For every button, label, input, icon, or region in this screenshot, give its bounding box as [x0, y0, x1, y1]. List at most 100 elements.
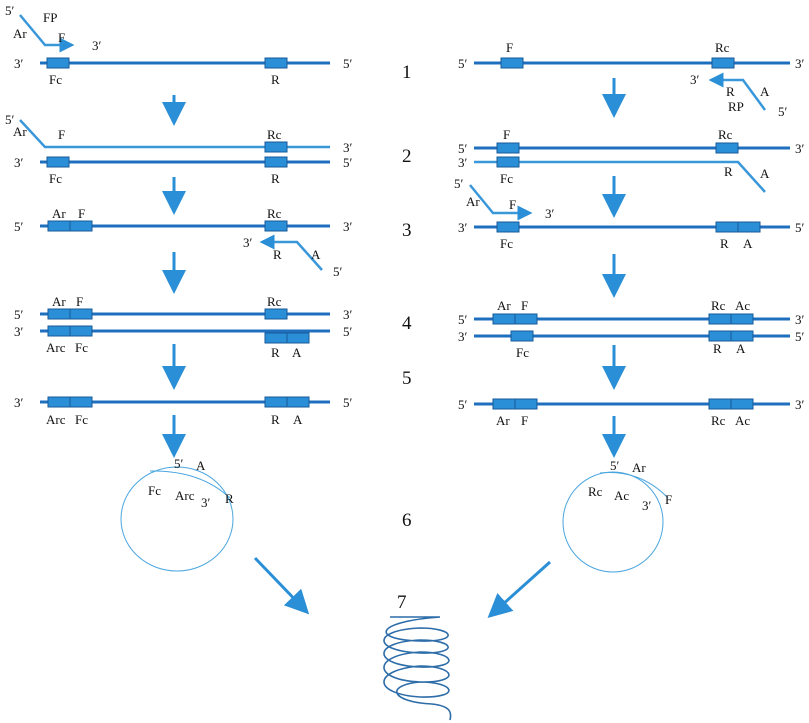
right-step-2: F Rc 5′ 3′ 3′ Fc R A — [458, 127, 805, 193]
five-prime-label: 5′ — [795, 329, 805, 344]
left-step-4: Ar F Rc 5′ 3′ 3′ 5′ Arc Fc R A — [14, 294, 353, 360]
fc-label: Fc — [516, 345, 529, 360]
r-label: R — [713, 341, 722, 356]
rc-region — [711, 57, 735, 69]
r-label: R — [724, 164, 733, 179]
a-label: A — [196, 458, 206, 473]
left-step-3: 5′ Ar F Rc 3′ 3′ R A 5′ — [14, 206, 353, 279]
fc-label: Fc — [75, 340, 88, 355]
five-prime-label: 5′ — [458, 141, 468, 156]
step-7-number: 7 — [397, 592, 407, 613]
three-prime-label: 3′ — [545, 206, 555, 221]
five-prime-label: 5′ — [14, 307, 24, 322]
diagonal-arrow-left — [487, 560, 552, 619]
extended-strand — [474, 160, 766, 193]
arc-region — [47, 396, 71, 408]
three-prime-label: 3′ — [795, 141, 805, 156]
fc-label: Fc — [500, 171, 513, 186]
ar-label: Ar — [496, 413, 510, 428]
arc-label: Arc — [46, 412, 66, 427]
ar-label: Ar — [52, 206, 66, 221]
a-region — [737, 221, 761, 233]
left-step-5: 3′ 5′ Arc Fc R A — [14, 395, 353, 427]
r-region — [264, 332, 288, 344]
rc-label: Rc — [711, 413, 726, 428]
dumbbell-loop — [120, 466, 234, 572]
five-prime-label: 5′ — [343, 155, 353, 170]
rc-label: Rc — [711, 298, 726, 313]
three-prime-label: 3′ — [243, 235, 253, 250]
arc-label: Arc — [175, 488, 195, 503]
fc-label: Fc — [148, 483, 161, 498]
right-step-5: 5′ 3′ Ar F Rc Ac — [458, 397, 805, 428]
five-prime-label: 5′ — [458, 397, 468, 412]
ar-label: Ar — [13, 26, 27, 41]
fc-label: Fc — [500, 236, 513, 251]
right-step-3: 5′ Ar F 3′ 3′ 5′ Fc R A — [454, 176, 805, 251]
three-prime-label: 3′ — [458, 155, 468, 170]
five-prime-label: 5′ — [343, 395, 353, 410]
three-prime-label: 3′ — [343, 307, 353, 322]
five-prime-label: 5′ — [14, 219, 24, 234]
five-prime-label: 5′ — [5, 3, 15, 18]
f-label: F — [506, 40, 513, 55]
three-prime-label: 3′ — [14, 56, 24, 71]
three-prime-label: 3′ — [14, 324, 24, 339]
five-prime-label: 5′ — [343, 324, 353, 339]
three-prime-label: 3′ — [201, 495, 211, 510]
left-step-2: 5′ Ar F Rc 3′ 3′ 5′ Fc R — [5, 112, 353, 186]
backward-primer — [259, 234, 323, 271]
rc-label: Rc — [718, 127, 733, 142]
coil-strand — [383, 616, 452, 721]
five-prime-label: 5′ — [174, 456, 184, 471]
fc-region — [46, 57, 70, 69]
left-step-1: 5′ Ar FP F 3′ 3′ 5′ Fc R — [5, 3, 353, 87]
arc-label: Arc — [46, 340, 66, 355]
amplified-coil-product — [383, 616, 452, 721]
five-prime-label: 5′ — [795, 220, 805, 235]
ac-region — [730, 398, 754, 410]
a-region — [286, 396, 310, 408]
a-label: A — [760, 84, 770, 99]
r-region — [715, 221, 739, 233]
three-prime-label: 3′ — [795, 397, 805, 412]
f-region — [514, 398, 538, 410]
r-label: R — [271, 345, 280, 360]
ar-label: Ar — [632, 460, 646, 475]
f-label: F — [521, 298, 528, 313]
f-region — [69, 220, 93, 232]
ar-label: Ar — [13, 124, 27, 139]
three-prime-label: 3′ — [14, 155, 24, 170]
step-3-number: 3 — [402, 220, 412, 241]
ar-label: Ar — [466, 194, 480, 209]
a-region — [730, 330, 754, 342]
f-label: F — [509, 197, 516, 212]
r-label: R — [720, 236, 729, 251]
step-5-number: 5 — [402, 368, 412, 389]
rc-label: Rc — [267, 206, 282, 221]
f-label: F — [78, 206, 85, 221]
fc-region — [69, 396, 93, 408]
three-prime-label: 3′ — [690, 72, 700, 87]
five-prime-label: 5′ — [454, 176, 464, 191]
rc-region — [708, 398, 732, 410]
fc-region — [69, 325, 93, 337]
fp-label: FP — [43, 10, 57, 25]
ac-label: Ac — [614, 488, 629, 503]
five-prime-label: 5′ — [458, 56, 468, 71]
r-label: R — [271, 72, 280, 87]
three-prime-label: 3′ — [642, 498, 652, 513]
fc-region — [510, 330, 534, 342]
f-label: F — [76, 294, 83, 309]
three-prime-label: 3′ — [458, 329, 468, 344]
r-region — [264, 396, 288, 408]
diagonal-arrow-right — [253, 556, 310, 615]
ar-region — [47, 220, 71, 232]
five-prime-label: 5′ — [5, 112, 15, 127]
rc-region — [715, 142, 739, 154]
r-label: R — [271, 412, 280, 427]
right-step-1: 5′ F Rc 3′ 3′ R A RP 5′ — [458, 40, 805, 119]
ar-region — [47, 308, 71, 320]
left-step-6-loop: 5′ A Fc Arc 3′ R — [120, 456, 234, 572]
r-label: R — [273, 247, 282, 262]
